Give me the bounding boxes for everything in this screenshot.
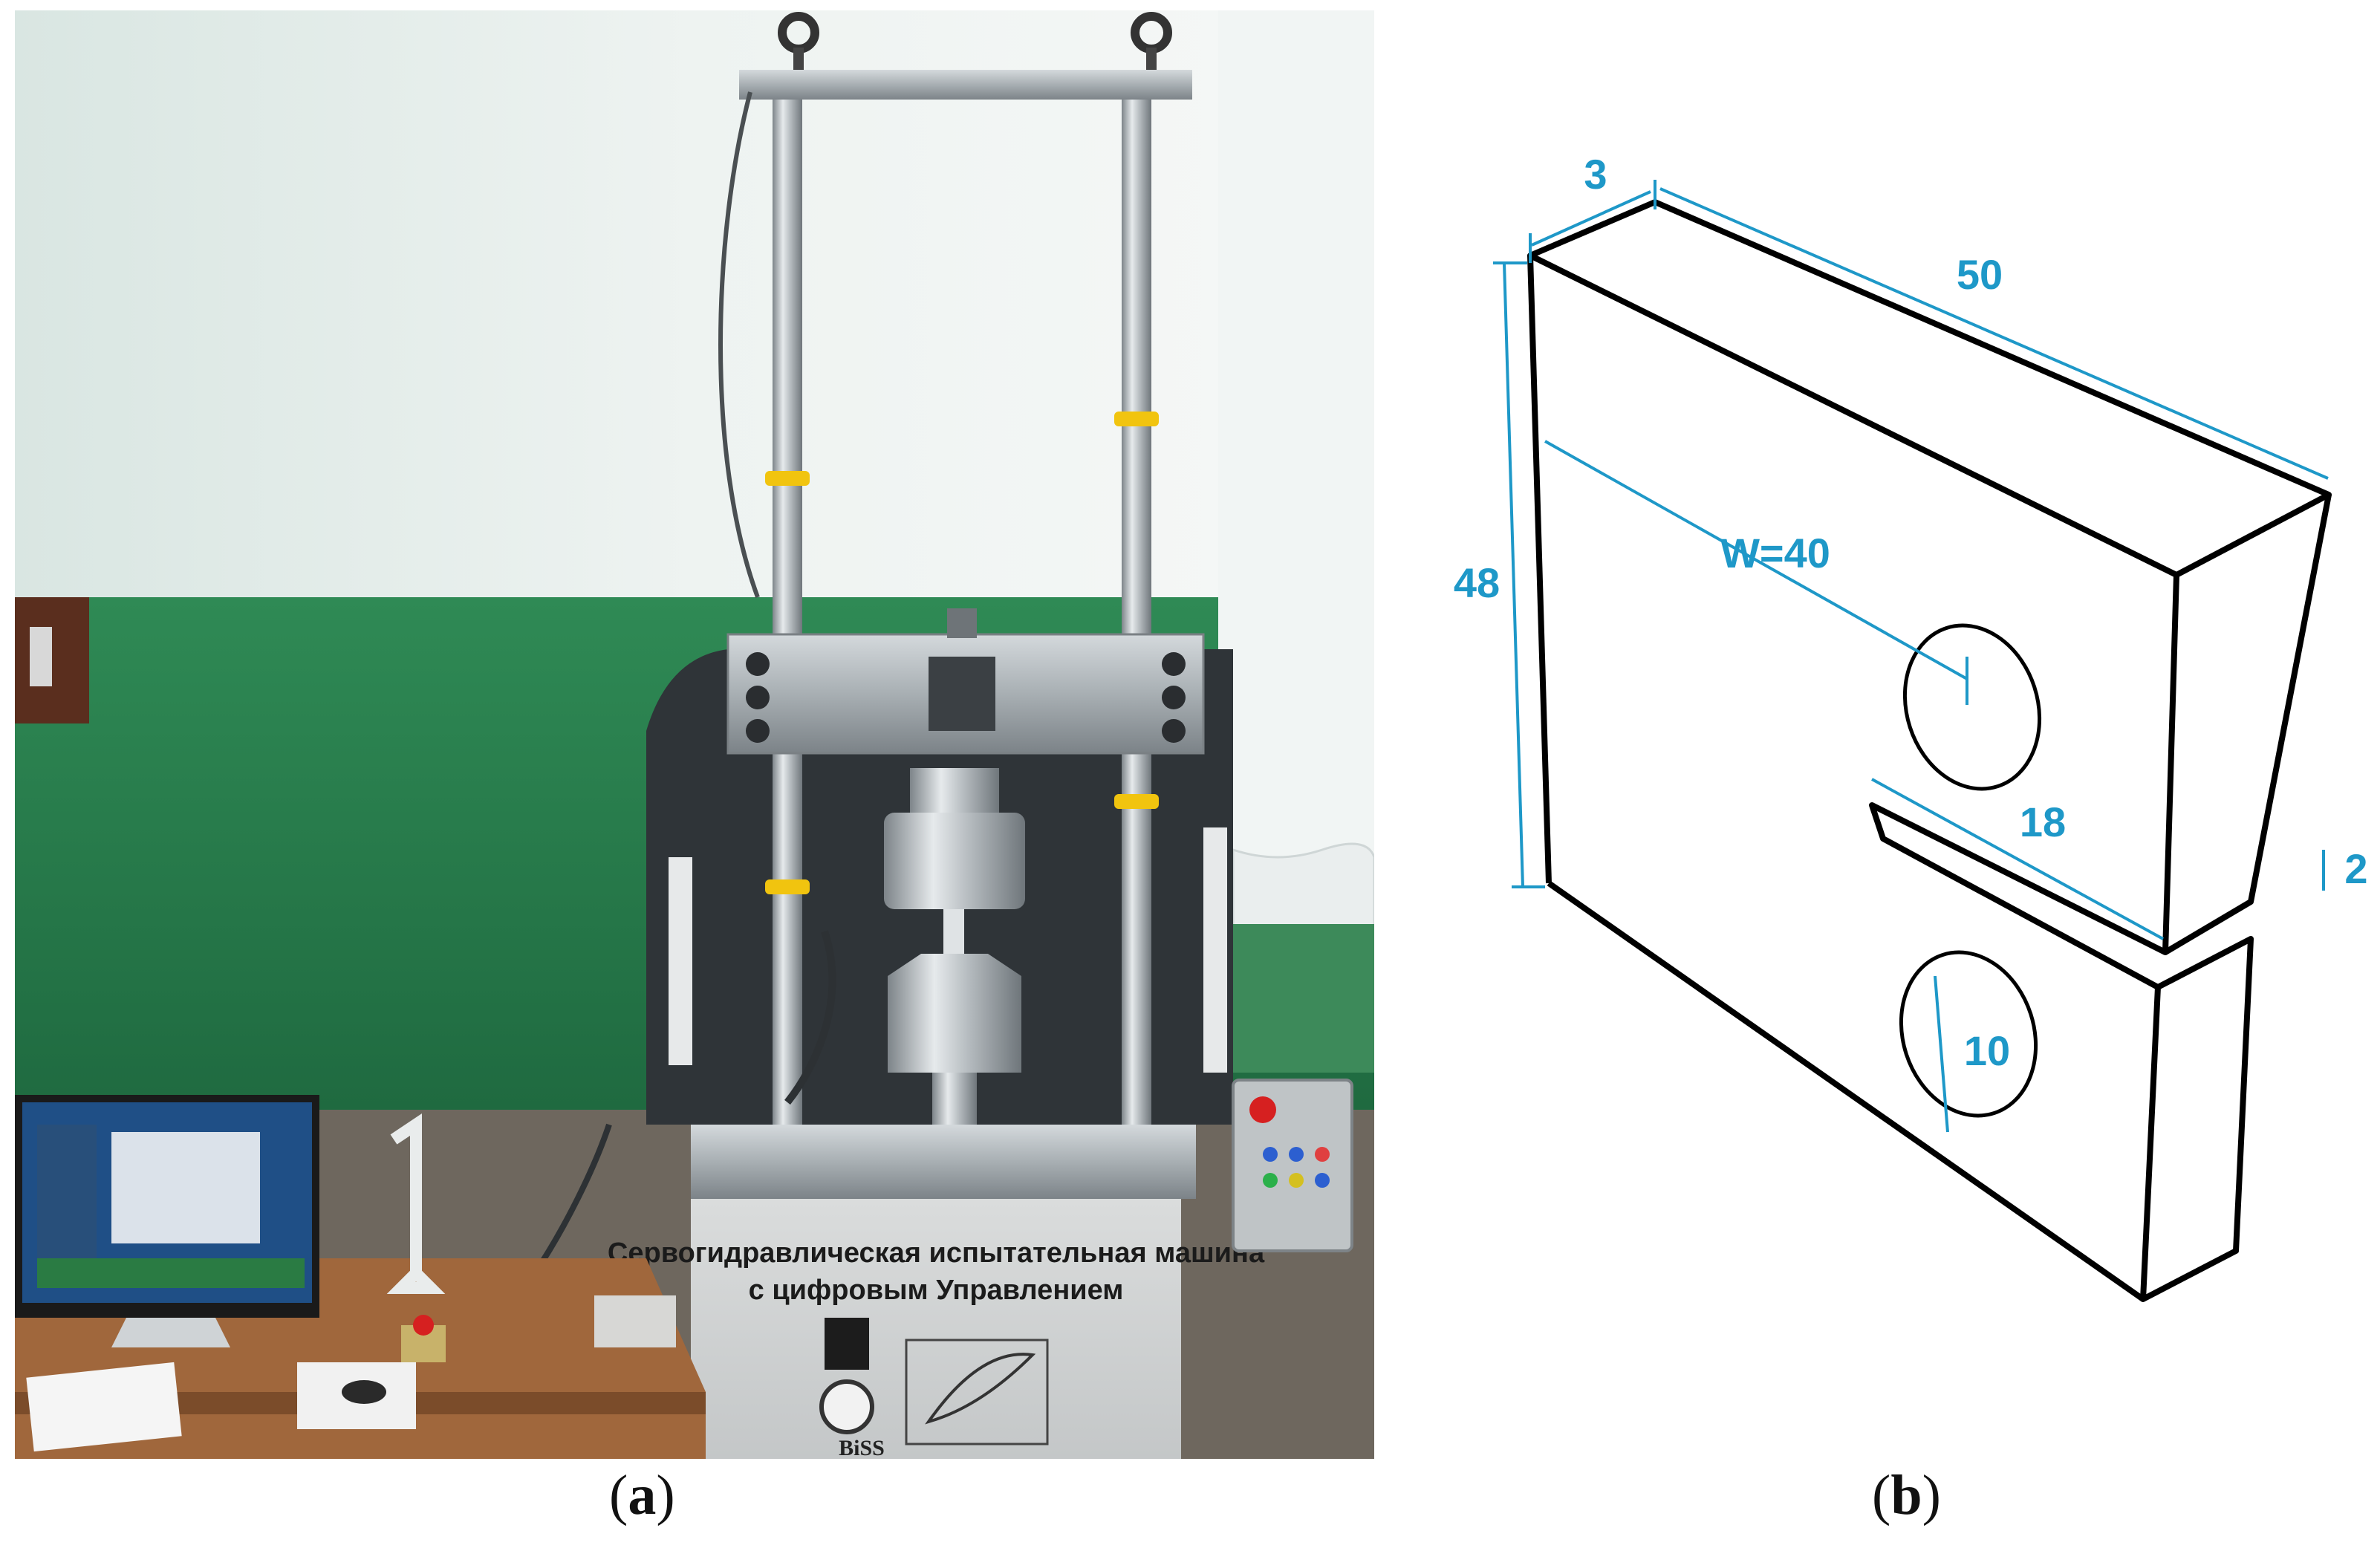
dimension-thickness: 3 <box>1584 151 1607 198</box>
caption-a-letter: a <box>628 1464 657 1526</box>
dimension-notch: 18 <box>2020 799 2066 845</box>
specimen-drawing: 3 50 48 W=40 18 2 10 <box>1454 151 2368 1302</box>
caption-b-close: ) <box>1922 1464 1941 1526</box>
machine-label-line2: с цифровым Управлением <box>749 1275 1124 1306</box>
side-cylinder-left <box>669 857 692 1065</box>
left-column <box>773 100 802 1139</box>
brand-logo-hysteresis <box>925 1353 1036 1425</box>
window <box>1218 10 1374 939</box>
power-switch <box>825 1318 869 1370</box>
caption-a: (a) <box>609 1463 675 1528</box>
emergency-stop-button <box>1249 1096 1276 1123</box>
monitor-stand <box>111 1318 230 1347</box>
brand-text: BiSS <box>839 1436 885 1459</box>
mouse <box>342 1380 386 1404</box>
cable <box>532 1123 612 1275</box>
caption-a-close: ) <box>656 1464 675 1526</box>
dimension-hole: 10 <box>1964 1027 2010 1074</box>
radiator <box>1233 924 1374 1073</box>
dimension-width: W=40 <box>1720 530 1830 576</box>
specimen <box>943 909 964 954</box>
outline-front-bottom <box>1547 880 2145 1302</box>
brand-logo-frame <box>905 1339 1049 1445</box>
dimension-height: 48 <box>1454 559 1500 606</box>
caption-b-open: ( <box>1872 1464 1891 1526</box>
lower-grip-body <box>888 954 1021 1073</box>
outline-right-edge <box>2162 494 2332 955</box>
load-cell-plate <box>929 657 995 731</box>
cable <box>784 930 836 1105</box>
top-plate <box>739 70 1192 100</box>
outline-notch <box>1869 802 2167 990</box>
dimension-gap: 2 <box>2344 845 2367 892</box>
lower-actuator-rod <box>932 1073 977 1132</box>
paper <box>26 1362 182 1452</box>
specimen-outline <box>1527 199 2332 1302</box>
column-collar <box>765 471 810 486</box>
caption-b: (b) <box>1872 1463 1941 1528</box>
outline-front-upper <box>1527 255 1552 884</box>
caption-a-open: ( <box>609 1464 628 1526</box>
caption-b-letter: b <box>1890 1464 1922 1526</box>
column-collar <box>1114 412 1159 426</box>
right-column <box>1122 100 1151 1139</box>
dimension-length: 50 <box>1957 251 2003 298</box>
pin-hole-lower <box>1899 950 2038 1118</box>
electrical-box-switch <box>30 627 52 686</box>
pin-hole-upper <box>1902 623 2042 791</box>
window-curtain <box>1232 842 1374 948</box>
outline-top-face <box>1527 199 2332 578</box>
upper-grip-body <box>884 813 1025 909</box>
testing-machine-photo: Сервогидравлическая испытательная машина… <box>15 10 1374 1459</box>
machine-base-top <box>691 1125 1196 1199</box>
machine-label-line1: Сервогидравлическая испытательная машина <box>608 1238 1265 1269</box>
machine-cabinet <box>691 1199 1181 1459</box>
column-collar <box>1114 794 1159 809</box>
column-collar <box>765 879 810 894</box>
interface-box <box>594 1295 676 1347</box>
desk-lamp <box>386 1113 446 1294</box>
side-cylinder-right <box>1203 827 1227 1073</box>
dimension-lines <box>1493 180 2329 1133</box>
upper-grip <box>910 768 999 813</box>
pressure-gauge <box>819 1379 874 1434</box>
cable <box>718 91 760 599</box>
outline-lower-block <box>2140 936 2254 1302</box>
